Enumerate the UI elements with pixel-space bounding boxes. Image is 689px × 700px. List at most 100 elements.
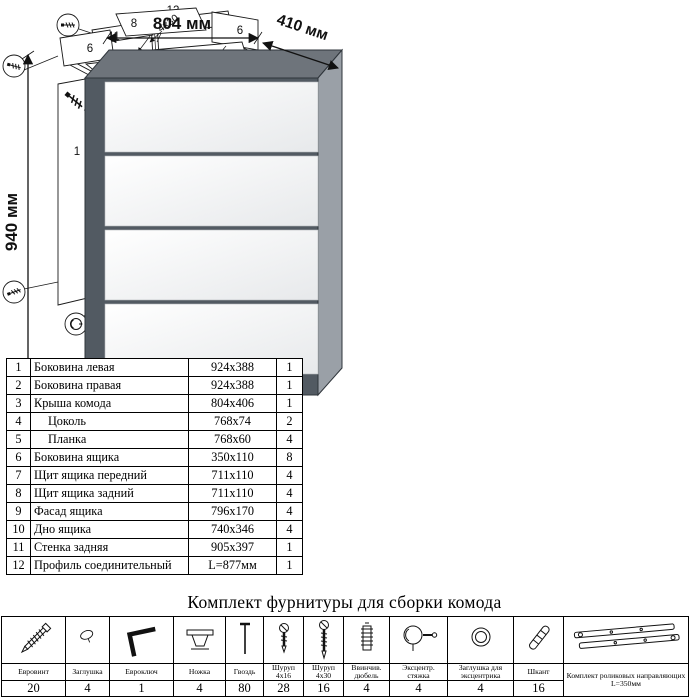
- part-qty: 1: [276, 538, 303, 557]
- hardware-icon-cell: [65, 616, 110, 664]
- height-dimension-label: 940 мм: [2, 193, 21, 251]
- part-size: 768x60: [188, 430, 277, 449]
- parts-table-row: 3 Крыша комода 804x406 1: [6, 394, 303, 413]
- hardware-qty: 28: [263, 680, 304, 697]
- width-dimension-label: 804 мм: [153, 14, 211, 33]
- part-size: L=877мм: [188, 556, 277, 575]
- part-number: 2: [6, 376, 31, 395]
- part-qty: 1: [276, 394, 303, 413]
- hardware-icon-cell: [389, 616, 448, 664]
- hardware-qty: 4: [343, 680, 390, 697]
- hardware-qty: 80: [225, 680, 264, 697]
- hardware-label: Заглушка: [65, 663, 110, 681]
- hardware-label: Эксцентр. стяжка: [389, 663, 448, 681]
- part-number: 12: [6, 556, 31, 575]
- part-name: Щит ящика передний: [30, 466, 189, 485]
- screw-4x16-icon: [278, 623, 289, 654]
- part-number: 8: [6, 484, 31, 503]
- hardware-qty: 1: [109, 680, 174, 697]
- depth-dimension-label: 410 мм: [275, 11, 331, 44]
- drawer-front-2: [104, 155, 319, 227]
- label-part-1: 1: [74, 146, 80, 158]
- part-size: 924x388: [188, 358, 277, 377]
- hardware-label: Шуруп 4x30: [303, 663, 344, 681]
- hardware-icons-row: [1, 616, 689, 664]
- parts-table-row: 1 Боковина левая 924x388 1: [6, 358, 303, 377]
- part-number: 1: [6, 358, 31, 377]
- euro-screw-icon: [20, 622, 51, 654]
- parts-table-row: 7 Щит ящика передний 711x110 4: [6, 466, 303, 485]
- part-name: Боковина левая: [30, 358, 189, 377]
- part-size: 905x397: [188, 538, 277, 557]
- part-qty: 4: [276, 520, 303, 539]
- hardware-label: Заглушка для эксцентрика: [447, 663, 514, 681]
- hardware-icon-cell: [343, 616, 390, 664]
- part-size: 796x170: [188, 502, 277, 521]
- hardware-label: Ввинчив. дюбель: [343, 663, 390, 681]
- hardware-label: Комплект роликовых направляющих L=350мм: [563, 663, 689, 697]
- hardware-icon-cell: [513, 616, 564, 664]
- hardware-qty: 16: [513, 680, 564, 697]
- part-size: 350x110: [188, 448, 277, 467]
- hardware-label: Евровинт: [1, 663, 66, 681]
- hardware-qty-row: 20 4 1 4 80 28 16 4 4 4 16: [1, 680, 689, 697]
- hardware-qty: 20: [1, 680, 66, 697]
- hardware-label: Шкант: [513, 663, 564, 681]
- part-qty: 4: [276, 430, 303, 449]
- part-name: Боковина правая: [30, 376, 189, 395]
- hardware-qty: 4: [447, 680, 514, 697]
- dresser-render: 804 мм 410 мм 940 мм: [2, 11, 344, 397]
- parts-table-row: 5 Планка 768x60 4: [6, 430, 303, 449]
- dowel-icon: [528, 625, 550, 650]
- hardware-icon-cell: [563, 616, 689, 664]
- hardware-labels-row: Евровинт Заглушка Евроключ Ножка Гвоздь …: [1, 663, 689, 697]
- parts-table-row: 10 Дно ящика 740x346 4: [6, 520, 303, 539]
- part-name: Фасад ящика: [30, 502, 189, 521]
- hardware-qty: 4: [389, 680, 448, 697]
- part-name: Профиль соединительный: [30, 556, 189, 575]
- carcass-top: [83, 49, 344, 79]
- drawer-front-3: [104, 229, 319, 301]
- parts-table-row: 4 Цоколь 768x74 2: [6, 412, 303, 431]
- hardware-label: Евроключ: [109, 663, 174, 681]
- hardware-qty: 4: [65, 680, 110, 697]
- parts-table-row: 9 Фасад ящика 796x170 4: [6, 502, 303, 521]
- nail-icon: [239, 622, 250, 654]
- part-number: 9: [6, 502, 31, 521]
- screw-in-dowel-icon: [360, 622, 373, 651]
- part-qty: 4: [276, 466, 303, 485]
- parts-table-row: 6 Боковина ящика 350x110 8: [6, 448, 303, 467]
- part-drawer-back: [115, 7, 207, 37]
- hardware-icon-cell: [109, 616, 174, 664]
- drawer-front-1: [104, 81, 319, 153]
- part-name: Цоколь: [30, 412, 189, 431]
- hex-key-icon: [126, 626, 156, 657]
- part-name: Боковина ящика: [30, 448, 189, 467]
- part-name: Щит ящика задний: [30, 484, 189, 503]
- hardware-label: Гвоздь: [225, 663, 264, 681]
- part-number: 6: [6, 448, 31, 467]
- hardware-qty: 4: [173, 680, 226, 697]
- hardware-icon-cell: [263, 616, 304, 664]
- hardware-icon-cell: [303, 616, 344, 664]
- hardware-kit-title: Комплект фурнитуры для сборки комода: [187, 592, 502, 612]
- part-size: 740x346: [188, 520, 277, 539]
- carcass-side-right: [317, 48, 343, 397]
- part-size: 768x74: [188, 412, 277, 431]
- hardware-qty: 16: [303, 680, 344, 697]
- dresser-body: [83, 48, 344, 397]
- part-number: 7: [6, 466, 31, 485]
- part-size: 924x388: [188, 376, 277, 395]
- part-qty: 8: [276, 448, 303, 467]
- cap-icon: [79, 629, 93, 643]
- part-qty: 1: [276, 358, 303, 377]
- hardware-table: Евровинт Заглушка Евроключ Ножка Гвоздь …: [1, 616, 689, 697]
- screw-4x30-icon: [318, 620, 329, 660]
- parts-table-row: 8 Щит ящика задний 711x110 4: [6, 484, 303, 503]
- part-name: Планка: [30, 430, 189, 449]
- height-dimension-arrow: 940 мм: [2, 50, 35, 395]
- part-name: Крыша комода: [30, 394, 189, 413]
- hardware-icon-cell: [173, 616, 226, 664]
- part-name: Дно ящика: [30, 520, 189, 539]
